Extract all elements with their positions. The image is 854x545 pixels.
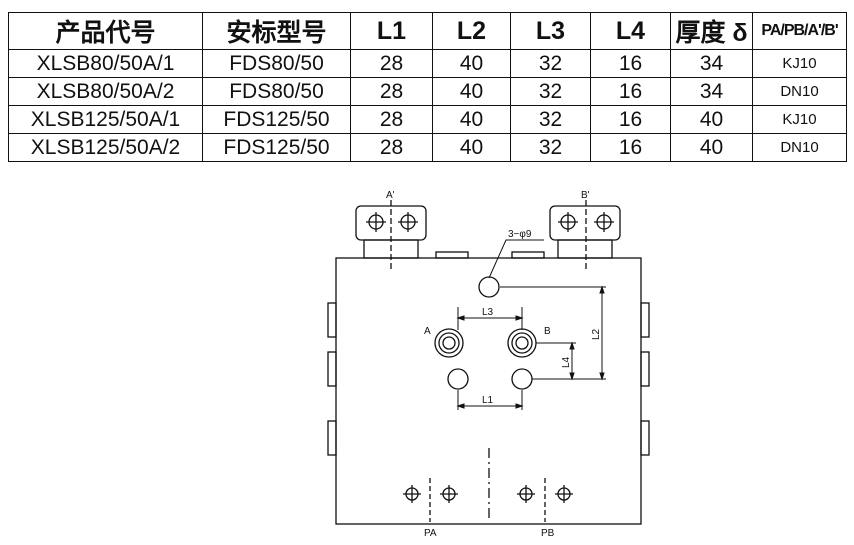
cell-l1: 28 — [350, 105, 433, 134]
table-row: XLSB125/50A/2 FDS125/50 28 40 32 16 40 D… — [8, 133, 847, 162]
label-port-pb: PB — [541, 528, 555, 539]
label-l3: L3 — [482, 307, 494, 318]
cell-ports: DN10 — [752, 77, 847, 106]
cell-product-code: XLSB80/50A/1 — [8, 49, 203, 78]
label-port-a: A — [424, 326, 431, 337]
label-l4: L4 — [561, 356, 572, 368]
table-row: XLSB80/50A/1 FDS80/50 28 40 32 16 34 KJ1… — [8, 49, 847, 78]
cell-l3: 32 — [510, 77, 591, 106]
cell-product-code: XLSB80/50A/2 — [8, 77, 203, 106]
bottom-fittings — [403, 448, 573, 522]
cell-l2: 40 — [432, 105, 511, 134]
cell-l3: 32 — [510, 49, 591, 78]
valve-body — [327, 251, 650, 525]
label-port-pa: PA — [424, 528, 437, 539]
label-a-prime: A' — [386, 190, 395, 201]
header-product-code: 产品代号 — [8, 12, 203, 50]
cell-l2: 40 — [432, 77, 511, 106]
cell-product-code: XLSB125/50A/1 — [8, 105, 203, 134]
label-l2: L2 — [591, 328, 602, 340]
label-port-b: B — [544, 326, 551, 337]
port-b — [507, 328, 537, 358]
cell-l1: 28 — [350, 77, 433, 106]
cell-safety-model: FDS125/50 — [202, 105, 351, 134]
cell-l4: 16 — [590, 133, 671, 162]
dimension-lines — [456, 239, 606, 410]
cell-ports: DN10 — [752, 133, 847, 162]
cell-l2: 40 — [432, 133, 511, 162]
header-safety-model: 安标型号 — [202, 12, 351, 50]
table-row: XLSB125/50A/1 FDS125/50 28 40 32 16 40 K… — [8, 105, 847, 134]
cell-thickness: 34 — [670, 49, 753, 78]
label-hole-callout: 3−φ9 — [508, 229, 532, 240]
label-l1: L1 — [482, 395, 494, 406]
cell-ports: KJ10 — [752, 105, 847, 134]
table-row: XLSB80/50A/2 FDS80/50 28 40 32 16 34 DN1… — [8, 77, 847, 106]
cell-thickness: 40 — [670, 133, 753, 162]
header-ports: PA/PB/A'/B' — [752, 12, 847, 50]
header-l1: L1 — [350, 12, 433, 50]
port-a — [434, 328, 464, 358]
fitting-b-prime — [549, 200, 621, 270]
cell-safety-model: FDS125/50 — [202, 133, 351, 162]
cell-l4: 16 — [590, 77, 671, 106]
label-b-prime: B' — [581, 190, 590, 201]
fitting-a-prime — [355, 200, 427, 270]
cell-l2: 40 — [432, 49, 511, 78]
cell-product-code: XLSB125/50A/2 — [8, 133, 203, 162]
spec-table: 产品代号 安标型号 L1 L2 L3 L4 厚度 δ PA/PB/A'/B' X… — [8, 12, 847, 162]
header-l4: L4 — [590, 12, 671, 50]
cell-l1: 28 — [350, 133, 433, 162]
